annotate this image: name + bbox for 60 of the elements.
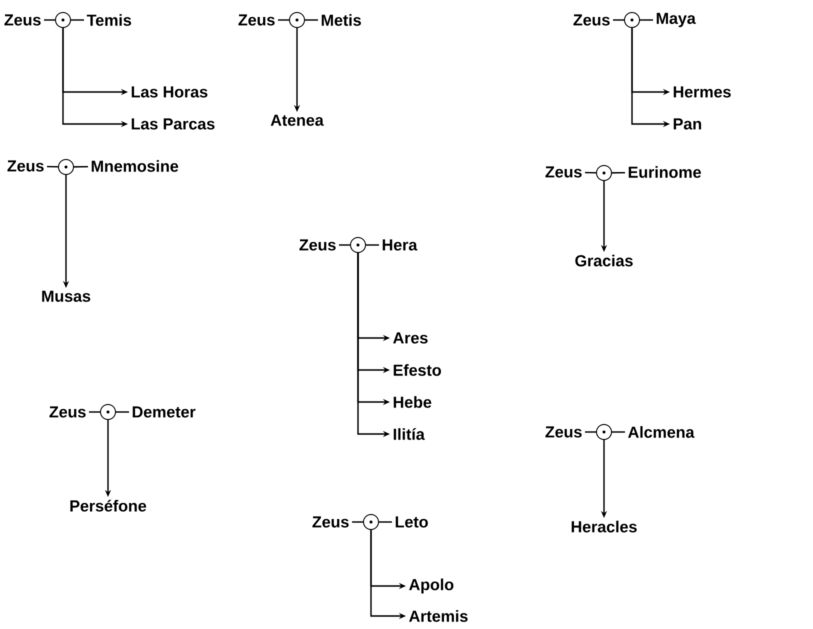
- connector-line: [613, 19, 624, 21]
- name-label: Las Horas: [132, 86, 208, 98]
- name-label: Perséfone: [70, 500, 146, 512]
- union-symbol: [596, 165, 612, 181]
- connector-line: [585, 431, 596, 433]
- name-label: Alcmena: [628, 426, 694, 438]
- name-label: Artemis: [409, 610, 468, 622]
- name-label: Mnemosine: [92, 160, 178, 172]
- name-label: Demeter: [132, 406, 196, 418]
- name-label: Zeus: [49, 406, 86, 418]
- name-label: Temis: [86, 14, 132, 26]
- connector-line: [46, 166, 58, 168]
- name-label: Apolo: [409, 578, 454, 594]
- union-symbol: [58, 159, 74, 175]
- union-symbol: [363, 514, 379, 530]
- connector-line: [339, 244, 350, 246]
- union-symbol: [624, 12, 640, 28]
- name-label: Las Parcas: [132, 118, 215, 130]
- union-symbol: [350, 237, 366, 253]
- name-label: Zeus: [545, 166, 582, 178]
- union-symbol: [100, 404, 116, 420]
- union-symbol: [55, 12, 71, 28]
- connector-line: [366, 244, 379, 246]
- name-label: Musas: [42, 290, 90, 302]
- union-symbol: [596, 424, 612, 440]
- connector-line: [305, 19, 318, 21]
- name-label: Hermes: [674, 86, 731, 98]
- name-label: Metis: [322, 14, 361, 26]
- name-label: Pan: [674, 118, 702, 130]
- name-label: Zeus: [312, 516, 349, 528]
- connector-line: [116, 411, 129, 413]
- name-label: Ares: [393, 332, 428, 344]
- connector-line: [71, 19, 84, 21]
- union-symbol: [289, 12, 305, 28]
- connector-line: [352, 521, 363, 523]
- connector-line: [584, 172, 596, 174]
- name-label: Leto: [396, 516, 428, 528]
- name-label: Zeus: [299, 239, 336, 251]
- name-label: Atenea: [270, 114, 324, 126]
- connector-line: [74, 166, 88, 168]
- connector-line: [640, 19, 653, 21]
- name-label: Heracles: [572, 520, 637, 532]
- name-label: Gracias: [575, 254, 633, 266]
- connector-line: [44, 19, 55, 21]
- connector-line: [278, 19, 289, 21]
- name-label: Zeus: [7, 160, 44, 172]
- connector-line: [612, 431, 625, 433]
- name-label: Eurinome: [628, 166, 701, 178]
- name-label: Ilitía: [394, 428, 425, 440]
- connector-line: [612, 172, 626, 174]
- name-label: Hera: [382, 239, 418, 251]
- name-label: Zeus: [4, 14, 41, 26]
- name-label: Zeus: [545, 426, 582, 438]
- name-label: Zeus: [238, 14, 275, 26]
- connector-line: [379, 521, 392, 523]
- name-label: Zeus: [573, 14, 610, 26]
- connector-line: [89, 411, 100, 413]
- name-label: Efesto: [394, 364, 441, 376]
- name-label: Maya: [656, 12, 696, 28]
- name-label: Hebe: [394, 396, 432, 408]
